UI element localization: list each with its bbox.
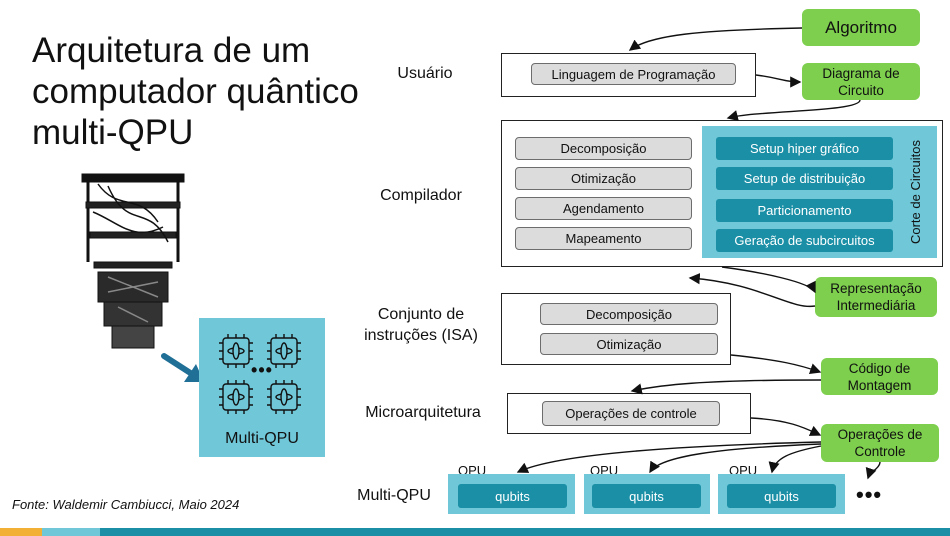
quantum-computer-image [81,173,185,349]
codigo-montagem-box: Código de Montagem [821,358,938,395]
diagrama-circuito-box: Diagrama de Circuito [802,63,920,100]
compilador-item: Mapeamento [515,227,692,250]
compilador-item: Decomposição [515,137,692,160]
corte-item: Particionamento [716,199,893,222]
qubits-box: qubits [727,484,836,508]
operacoes-controle-green-box: Operações de Controle [821,424,939,462]
footer-stripe-teal [100,528,950,536]
compilador-item: Otimização [515,167,692,190]
algoritmo-box: Algoritmo [802,9,920,46]
layer-label-microarquitetura: Microarquitetura [365,404,481,421]
multi-qpu-dots: ••• [251,360,273,380]
qpu-chips-icon [219,334,301,414]
layer-label-compilador: Compilador [380,187,462,204]
isa-item: Decomposição [540,303,718,325]
source-caption: Fonte: Waldemir Cambiucci, Maio 2024 [12,497,240,512]
layer-label-usuario: Usuário [397,65,453,82]
footer-stripe-yellow [0,528,42,536]
multi-qpu-label: Multi-QPU [225,430,299,447]
slide-title: Arquitetura de um computador quântico mu… [32,31,359,152]
compilador-item: Agendamento [515,197,692,220]
layer-label-isa: Conjunto de instruções (ISA) [364,306,478,344]
isa-item: Otimização [540,333,718,355]
more-qpus-dots: ••• [856,482,883,507]
corte-item: Geração de subcircuitos [716,229,893,252]
operacoes-controle-box: Operações de controle [542,401,720,426]
corte-item: Setup hiper gráfico [716,137,893,160]
qubits-box: qubits [458,484,567,508]
representacao-intermediaria-box: Representação Intermediária [815,277,937,317]
footer-stripe-light [42,528,100,536]
layer-label-multiqpu: Multi-QPU [357,487,431,504]
multi-qpu-card: ••• Multi-QPU [199,318,325,457]
corte-item: Setup de distribuição [716,167,893,190]
linguagem-programacao-box: Linguagem de Programação [531,63,736,85]
qubits-box: qubits [592,484,701,508]
